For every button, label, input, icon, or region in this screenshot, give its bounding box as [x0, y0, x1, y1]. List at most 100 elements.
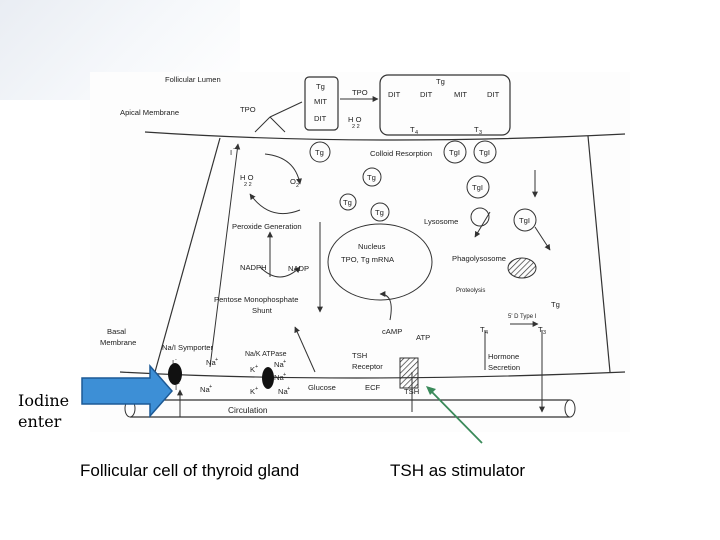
arrows [177, 96, 551, 417]
t3-top-label: T [474, 125, 479, 134]
tgi-circle-2 [473, 140, 497, 164]
tgi-circle-3 [466, 175, 490, 199]
dit-label-1: DIT [388, 90, 401, 99]
tsh-receptor-shape [399, 357, 419, 389]
iodine-caption-line2: enter [18, 412, 62, 431]
atp-label: ATP [416, 333, 430, 342]
coupling-box [379, 74, 511, 136]
nucleus-shape [327, 223, 433, 301]
lysosome-shape [470, 207, 490, 227]
box-dit-label: DIT [314, 114, 327, 123]
t4-top-label: T [410, 125, 415, 134]
pump-na2-label: Na [274, 373, 284, 382]
tgi-label-2: TgI [479, 148, 490, 157]
h2o2-mid-label: H O [240, 173, 254, 182]
o2-label: O [290, 177, 296, 186]
coupling-tg-label: Tg [436, 77, 445, 86]
colloid-resorption-label: Colloid Resorption [370, 149, 432, 158]
lysosome-arrow [474, 211, 491, 238]
cell-right-wall [587, 135, 611, 373]
t3-right-subscript: 3 [543, 330, 546, 336]
glucose-label: Glucose [308, 383, 336, 392]
circulation-vessel-walls [130, 399, 570, 418]
dit-label-2: DIT [420, 90, 433, 99]
tg-circle-4 [370, 202, 390, 222]
cell-left-wall [154, 137, 221, 373]
vessel-right-end [564, 399, 576, 418]
tg-circle-1 [309, 141, 331, 163]
hormone-line2-label: Secretion [488, 363, 520, 372]
h2o2-top-subscript: 2 2 [352, 124, 360, 130]
glucose-arrow [294, 326, 316, 373]
bottom-k-superscript: + [255, 386, 258, 392]
pump-k-label: K [250, 365, 255, 374]
basal-line2-label: Membrane [100, 338, 136, 347]
atpase-marker [262, 367, 274, 389]
proteolysis-label: Proteolysis [456, 288, 485, 294]
camp-label: cAMP [382, 327, 402, 336]
peroxide-cycle-arrow-1 [264, 153, 302, 185]
phagolysosome-arrow [534, 226, 551, 251]
mit-label-2: MIT [454, 90, 467, 99]
tg-right-label: Tg [551, 300, 560, 309]
t4-top-subscript: 4 [415, 130, 418, 136]
phagolysosome-shape [507, 257, 537, 279]
apical-membrane-label: Apical Membrane [120, 108, 179, 117]
h2o2-mid-subscript: 2 2 [244, 182, 252, 188]
tpo-apical-label: TPO [240, 105, 256, 114]
apical-membrane-line [144, 131, 626, 141]
tpo-branch-lines [254, 101, 303, 133]
tgi-label-4: TgI [519, 216, 530, 225]
pump-na2-superscript: + [283, 372, 286, 378]
t3-right-label: T [538, 325, 543, 334]
atpase-label: Na/K ATPase [245, 351, 287, 358]
iodide-top-label: I [230, 148, 232, 157]
bottom-na-superscript: + [209, 384, 212, 390]
iodine-enter-caption: Iodine enter [18, 390, 69, 432]
circulation-label: Circulation [228, 405, 268, 415]
symporter-label: Na/I Symporter [162, 343, 214, 352]
t4-right-subscript: 4 [485, 330, 488, 336]
pump-na-superscript: + [283, 359, 286, 365]
symporter-na-superscript: + [215, 357, 218, 363]
symporter-na-label: Na [206, 358, 216, 367]
bottom-na2-label: Na [278, 387, 288, 396]
t3-top-subscript: 3 [479, 130, 482, 136]
iodide-transport-arrow [209, 143, 241, 368]
tsh-blood-label: TSH [404, 387, 419, 396]
tg-label-3: Tg [343, 198, 352, 207]
box-tg-label: Tg [316, 82, 325, 91]
iodide-top-superscript: - [233, 146, 235, 152]
tgi-circle-4 [513, 208, 537, 232]
follicular-cell-caption: Follicular cell of thyroid gland [80, 461, 300, 480]
tgi-label-1: TgI [449, 148, 460, 157]
symporter-marker [168, 363, 182, 385]
lysosome-label: Lysosome [424, 217, 458, 226]
thyroglobulin-circles [309, 140, 537, 232]
bottom-na2-superscript: + [287, 386, 290, 392]
tg-circle-3 [339, 193, 357, 211]
iodine-caption-line1: Iodine [18, 391, 70, 410]
tgi-label-3: TgI [472, 183, 483, 192]
pentose-line2-label: Shunt [252, 306, 273, 315]
ecf-label: ECF [365, 383, 381, 392]
tsh-stimulator-pointer-head [426, 386, 436, 395]
tsh-receptor-line2-label: Receptor [352, 362, 383, 371]
nucleus-label: Nucleus [358, 242, 386, 251]
phagolysosome-label: Phagolysosome [452, 254, 506, 263]
diagram-labels: Follicular Lumen Apical Membrane TPO Tg … [100, 75, 560, 415]
o2-subscript: 2 [296, 183, 299, 189]
organelles [327, 207, 537, 389]
tg-label-2: Tg [367, 173, 376, 182]
tpo-mrna-label: TPO, Tg mRNA [341, 255, 395, 264]
follicular-lumen-label: Follicular Lumen [165, 75, 221, 84]
tgi-circle-1 [443, 140, 467, 164]
nadph-cycle-arrow [259, 266, 301, 278]
nadph-label: NADPH [240, 263, 267, 272]
symporter-iodide-superscript: - [175, 357, 177, 363]
dit-label-3: DIT [487, 90, 500, 99]
t4-right-label: T [480, 325, 485, 334]
deiodinase-label: 5' D Type I [508, 314, 537, 320]
